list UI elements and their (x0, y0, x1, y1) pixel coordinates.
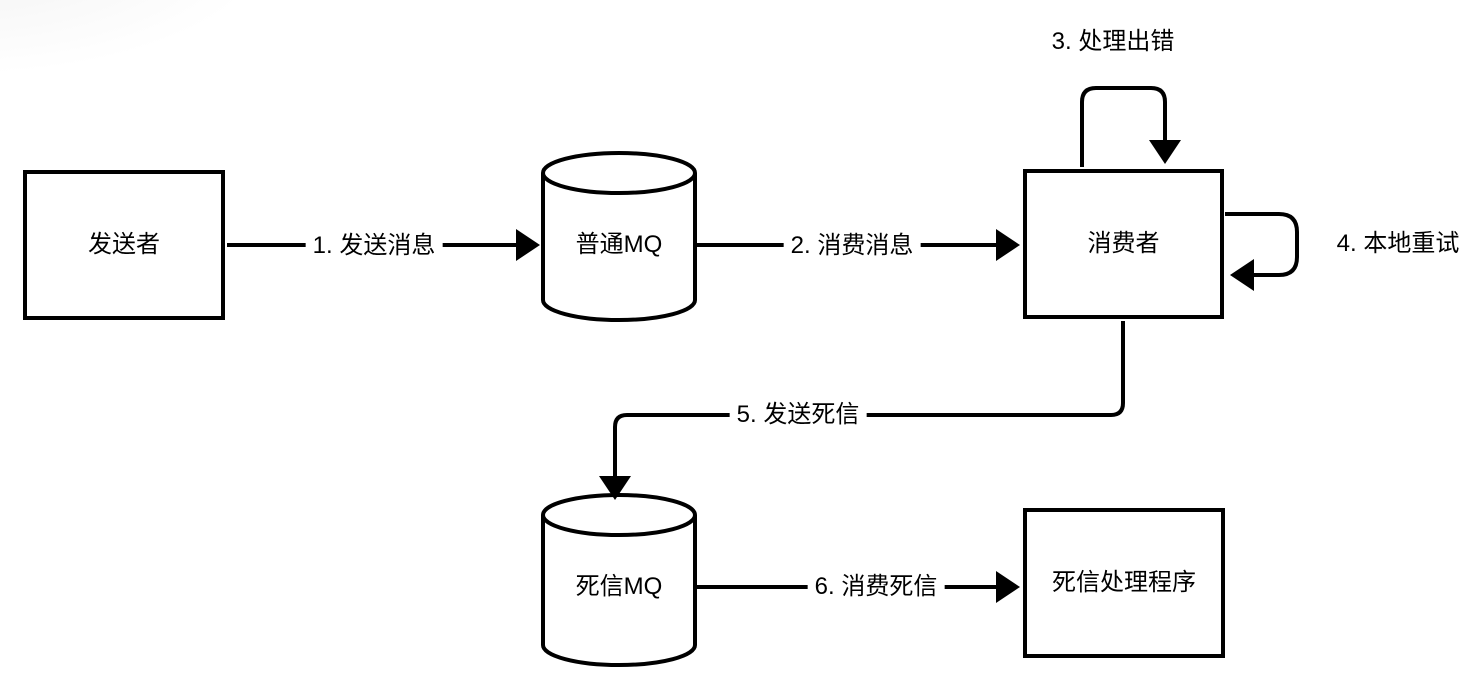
node-dead-letter-handler: 死信处理程序 (1023, 508, 1225, 658)
edge-label-send-message: 1. 发送消息 (305, 231, 443, 261)
node-sender: 发送者 (23, 170, 225, 320)
edge-label-send-dead-letter: 5. 发送死信 (729, 400, 867, 430)
edge-label-consume-message: 2. 消费消息 (783, 231, 921, 261)
edge-process-error-loop (1080, 86, 1181, 167)
node-consumer: 消费者 (1023, 169, 1224, 319)
edge-label-local-retry: 4. 本地重试 (1336, 230, 1460, 258)
edge-local-retry-loop (1225, 212, 1299, 291)
edge-send-dead-letter (599, 321, 1125, 500)
node-sender-label: 发送者 (88, 231, 160, 258)
node-consumer-label: 消费者 (1087, 230, 1160, 257)
node-dead-letter-mq-label: 死信MQ (575, 573, 663, 600)
dead-letter-mq-cylinder-shape (541, 493, 697, 667)
node-dead-letter-handler-label: 死信处理程序 (1052, 569, 1196, 596)
edge-label-process-error: 3. 处理出错 (1051, 28, 1175, 56)
normal-mq-cylinder-shape (541, 151, 697, 322)
edge-label-consume-dead-letter: 6. 消费死信 (807, 572, 945, 602)
node-normal-mq-label: 普通MQ (575, 231, 663, 258)
